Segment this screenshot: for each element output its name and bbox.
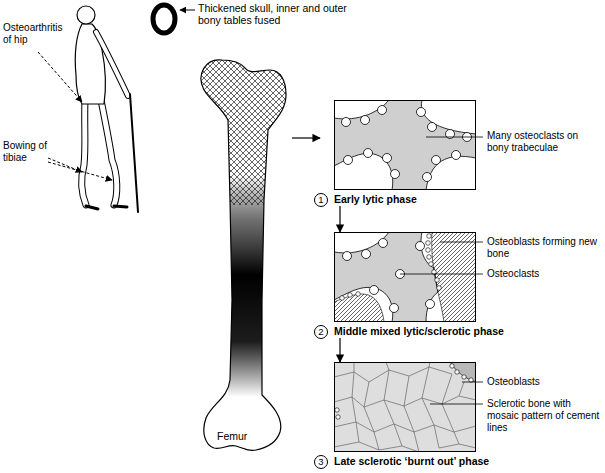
annotation-label: Osteoarthritis of hip (3, 22, 69, 46)
callout-digit: 3 (318, 456, 323, 467)
annotation-label: Bowing of tibiae (3, 140, 47, 164)
panel-frame (334, 362, 476, 452)
annotation-label: Femur (217, 430, 247, 442)
annotation-label: Osteoclasts (487, 268, 601, 280)
annotation-label: Sclerotic bone with mosaic pattern of ce… (487, 398, 601, 434)
panel-frame (334, 100, 476, 190)
histology-lytic (334, 100, 476, 190)
callout-digit: 1 (318, 194, 323, 205)
phase-caption: Late sclerotic ‘burnt out’ phase (334, 455, 489, 468)
histology-panel: Early lytic phase (334, 100, 476, 206)
pointer-arrow (180, 10, 195, 11)
patient-figure (75, 6, 138, 212)
histology-sclerotic (334, 362, 476, 452)
annotation-label: Osteoblasts (487, 376, 601, 388)
phase-arrow (339, 206, 340, 232)
histology-panel: Late sclerotic ‘burnt out’ phase (334, 362, 489, 468)
callout-number: 2 (314, 325, 328, 339)
histology-panel: Middle mixed lytic/sclerotic phase (334, 232, 504, 338)
panel-frame (334, 232, 476, 322)
callout-digit: 2 (318, 326, 323, 337)
pointer-arrow (48, 158, 82, 172)
histology-mixed (334, 232, 476, 322)
pointer-arrow (48, 162, 112, 180)
femur-drawing (195, 55, 290, 451)
callout-number: 3 (314, 455, 328, 469)
pointer-arrow (38, 52, 82, 102)
annotation-label: Osteoblasts forming new bone (487, 236, 601, 260)
phase-arrow (339, 338, 340, 362)
phase-caption: Middle mixed lytic/sclerotic phase (334, 325, 504, 338)
skull-section (153, 5, 175, 33)
annotation-label: Many osteoclasts on bony trabeculae (487, 130, 601, 154)
pointer-arrow (292, 137, 320, 138)
annotation-label: Thickened skull, inner and outer bony ta… (198, 2, 348, 26)
leader-lines (400, 137, 483, 404)
callout-number: 1 (314, 193, 328, 207)
phase-caption: Early lytic phase (334, 193, 476, 206)
